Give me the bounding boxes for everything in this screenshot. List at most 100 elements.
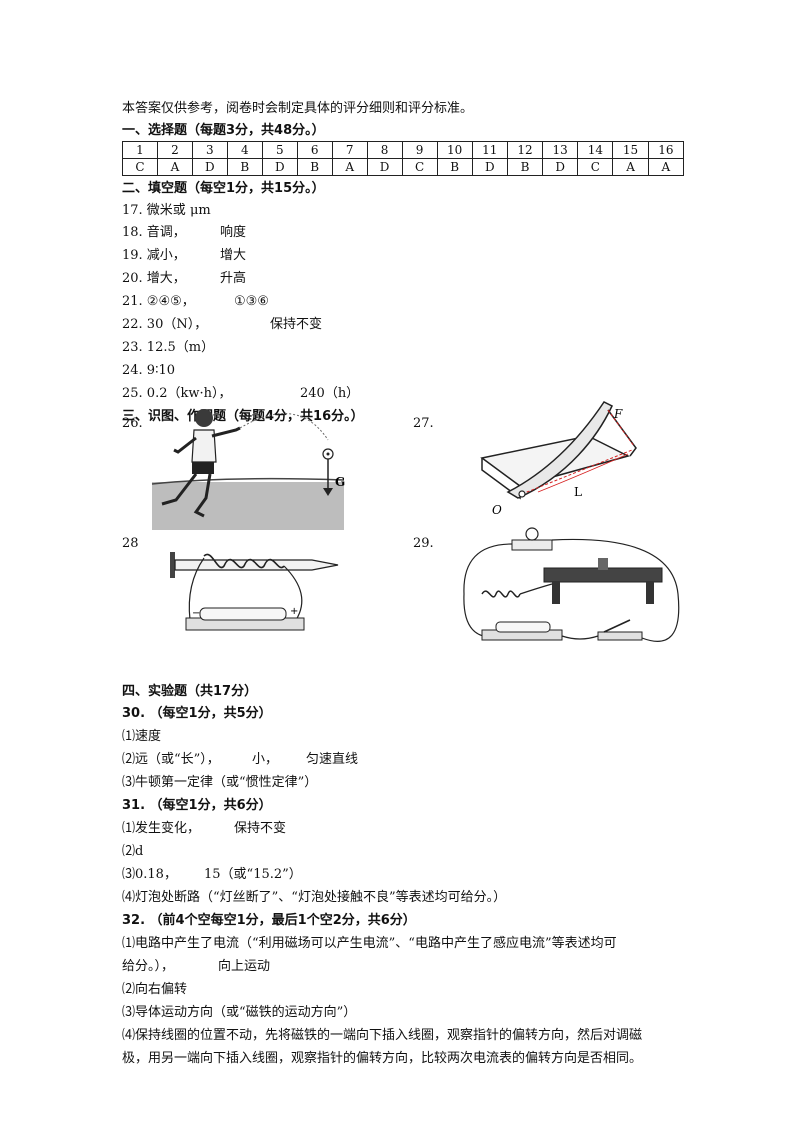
table-cell: D — [471, 158, 508, 176]
answer-table: 1 2 3 4 5 6 7 8 9 10 11 12 13 14 15 16 C… — [122, 141, 685, 176]
fill-item-22: 22. 30（N），保持不变 — [122, 316, 322, 334]
blank-answer: 15（或“15.2”） — [204, 867, 302, 882]
blank-answer: 保持不变 — [234, 821, 287, 836]
blank-answer: ⑵远（或“长”）， — [122, 752, 220, 767]
table-cell: D — [366, 158, 403, 176]
rheostat — [543, 567, 663, 583]
fulcrum-label: O — [492, 503, 502, 517]
nail-head — [170, 552, 175, 578]
figure-label-29: 29. — [413, 536, 434, 551]
fill-answer: 21. ②④⑤， — [122, 294, 195, 309]
q32-title: 32. （前4个空每空1分，最后1个空2分，共6分） — [122, 913, 416, 928]
fill-item-25: 25. 0.2（kw·h）， 240（h） — [122, 385, 359, 403]
table-cell: 8 — [366, 141, 403, 159]
table-cell: 2 — [156, 141, 193, 159]
person-head — [195, 409, 213, 427]
table-cell: B — [226, 158, 263, 176]
fill-item-24: 24. 9∶10 — [122, 362, 175, 380]
switch-base — [597, 631, 643, 641]
table-cell: 12 — [506, 141, 544, 159]
q30-answer-3: ⑶牛顿第一定律（或“惯性定律”） — [122, 775, 318, 790]
fill-answer: 24. 9∶10 — [122, 363, 176, 378]
table-row-answers: C A D B D B A D C B D B D C A A — [122, 158, 685, 176]
table-cell: B — [436, 158, 473, 176]
fill-item-20: 20. 增大，升高 — [122, 270, 246, 288]
fill-answer: 17. 微米或 μm — [122, 203, 211, 218]
section1-title: 一、选择题（每题3分，共48分。） — [122, 123, 325, 138]
intro-text: 本答案仅供参考，阅卷时会制定具体的评分细则和评分标准。 — [122, 101, 474, 116]
table-cell: B — [296, 158, 333, 176]
table-cell: A — [156, 158, 193, 176]
table-cell: 10 — [436, 141, 473, 159]
q32-answer-4: ⑷保持线圈的位置不动，先将磁铁的一端向下插入线圈，观察指针的偏转方向，然后对调磁 — [122, 1028, 643, 1043]
figure-27-lever: F L O — [480, 401, 637, 517]
table-cell: D — [261, 158, 298, 176]
fill-answer: 增大 — [220, 248, 247, 263]
blank-answer: 给分。）， — [122, 959, 175, 974]
switch-lever — [603, 619, 631, 633]
coil — [481, 590, 521, 598]
q32-answer-3: ⑶导体运动方向（或“磁铁的运动方向”） — [122, 1005, 357, 1020]
table-cell: C — [577, 158, 614, 176]
svg-text:−: − — [192, 608, 200, 619]
person-torso — [191, 429, 217, 463]
q31-answer-4: ⑷灯泡处断路（“灯丝断了”、“灯泡处接触不良”等表述均可给分。） — [122, 890, 507, 905]
table-cell: 9 — [401, 141, 438, 159]
battery — [495, 621, 551, 633]
wire-right — [283, 565, 303, 621]
fill-item-19: 19. 减小， 增大 — [122, 247, 246, 265]
figure-label-26: 26. — [122, 416, 143, 431]
table-cell: A — [612, 158, 649, 176]
fill-answer: 240（h） — [300, 386, 360, 401]
blank-answer: 匀速直线 — [306, 752, 359, 767]
blank-answer: ⑴发生变化， — [122, 821, 201, 836]
ground — [152, 482, 344, 530]
coil — [203, 553, 285, 569]
fill-answer: 22. 30（N）， — [122, 317, 208, 332]
q30-answer-1: ⑴速度 — [122, 729, 162, 744]
q32-answer-2: ⑵向右偏转 — [122, 982, 188, 997]
blank-answer: 小， — [252, 752, 279, 767]
lever-lid — [506, 401, 613, 499]
rheostat-slider — [598, 558, 608, 570]
table-cell: 16 — [647, 141, 685, 159]
table-cell: 6 — [296, 141, 333, 159]
table-cell: 11 — [471, 141, 508, 159]
table-cell: 13 — [542, 141, 579, 159]
q32-answer-1: ⑴电路中产生了电流（“利用磁场可以产生电流”、“电路中产生了感应电流”等表述均可 — [122, 936, 617, 951]
force-label: F — [613, 407, 623, 421]
fulcrum — [518, 490, 526, 498]
section3-title: 三、识图、作图题（每题4分，共16分。） — [122, 409, 364, 424]
fill-answer: 18. 音调， — [122, 225, 186, 240]
blank-answer: 向上运动 — [218, 959, 271, 974]
q31-answer-1: ⑴发生变化， 保持不变 — [122, 820, 286, 838]
wire — [463, 543, 513, 638]
table-cell: A — [647, 158, 685, 176]
force-line — [607, 409, 635, 447]
lamp-icon — [525, 527, 539, 541]
table-cell: D — [542, 158, 579, 176]
figure-label-27: 27. — [413, 416, 434, 431]
fill-answer: 升高 — [220, 271, 247, 286]
table-cell: 14 — [577, 141, 614, 159]
ball-trajectory — [239, 413, 329, 441]
battery — [199, 607, 287, 621]
blank-answer: ⑶0.18， — [122, 867, 177, 882]
fill-item-17: 17. 微米或 μm — [122, 202, 211, 220]
figure-28-electromagnet: − + — [170, 552, 339, 631]
table-row-numbers: 1 2 3 4 5 6 7 8 9 10 11 12 13 14 15 16 — [122, 141, 685, 159]
fill-answer: 23. 12.5（m） — [122, 340, 215, 355]
fill-answer: 19. 减小， — [122, 248, 186, 263]
q32-answer-4-cont: 极，用另一端向下插入线圈，观察指针的偏转方向，比较两次电流表的偏转方向是否相同。 — [122, 1051, 643, 1066]
table-cell: C — [122, 158, 158, 176]
fill-item-21: 21. ②④⑤，①③⑥ — [122, 293, 269, 311]
table-cell: 15 — [612, 141, 649, 159]
gravity-label: G — [335, 475, 345, 489]
q30-answer-2: ⑵远（或“长”）， 小， 匀速直线 — [122, 751, 358, 769]
fill-answer: 25. 0.2（kw·h）， — [122, 386, 232, 401]
figure-29-circuit — [463, 527, 680, 642]
svg-text:+: + — [290, 606, 298, 617]
fill-item-18: 18. 音调，响度 — [122, 224, 246, 242]
q31-title: 31. （每空1分，共6分） — [122, 798, 272, 813]
